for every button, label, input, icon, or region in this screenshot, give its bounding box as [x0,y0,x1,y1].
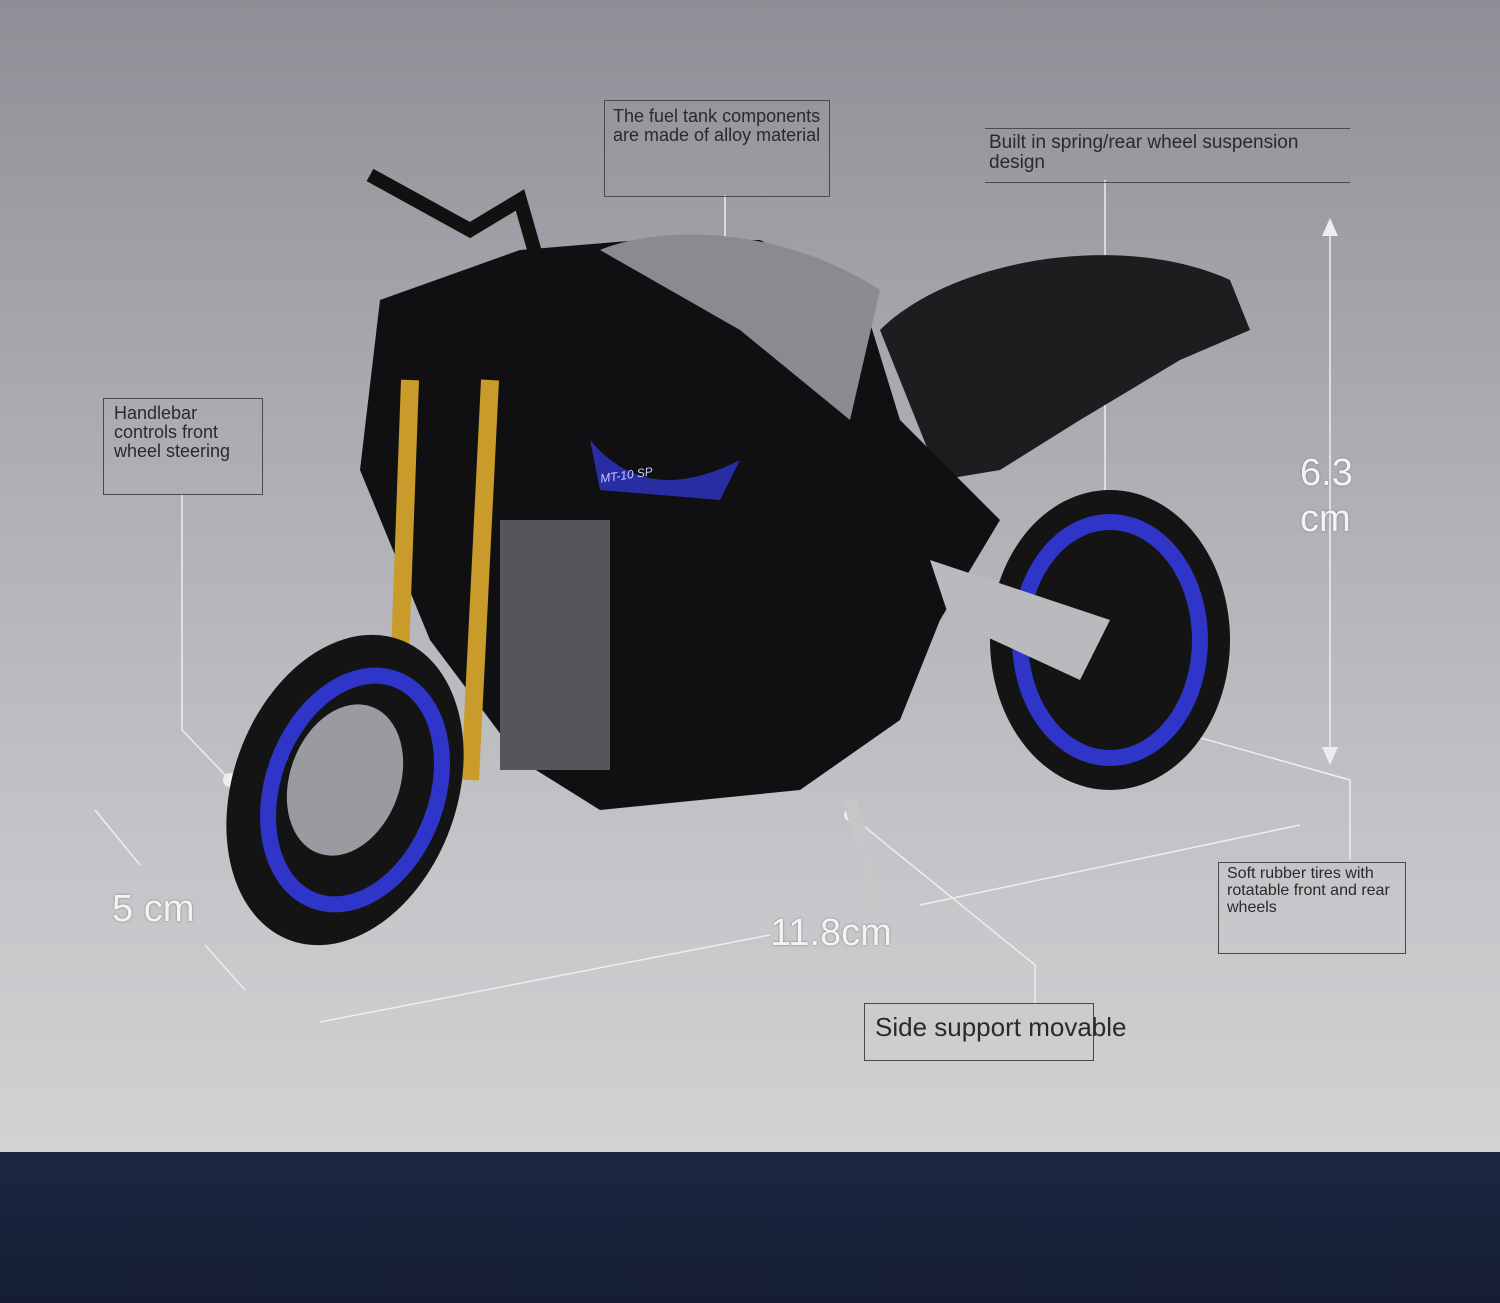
bottom-band [0,1152,1500,1303]
length-dimension: 11.8cm [770,912,892,954]
height-unit: cm [1300,498,1351,540]
fuel-tank-callout: The fuel tank components are made of all… [604,100,830,197]
suspension-callout: Built in spring/rear wheel suspension de… [985,128,1350,183]
width-dimension: 5 cm [112,888,195,930]
handlebar-callout: Handlebar controls front wheel steering [103,398,263,495]
height-value: 6.3 [1300,452,1353,494]
side-support-callout: Side support movable [864,1003,1126,1061]
tires-callout: Soft rubber tires with rotatable front a… [1218,862,1406,954]
